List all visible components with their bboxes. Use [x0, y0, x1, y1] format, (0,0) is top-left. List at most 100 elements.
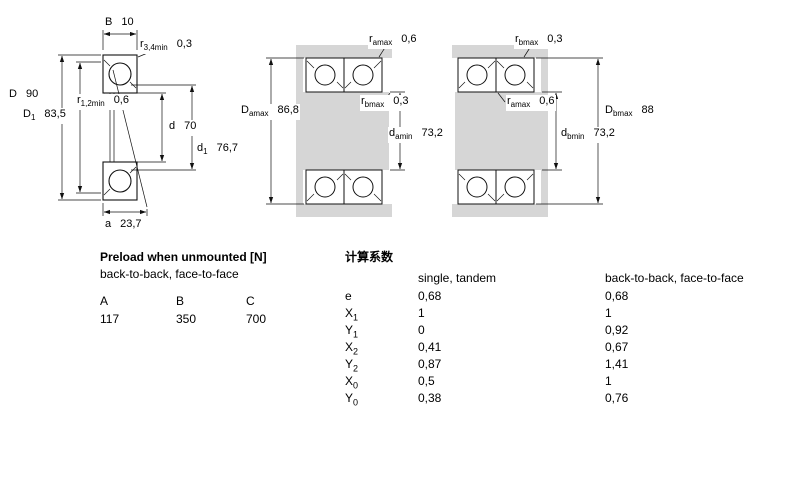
factor-name-X0: X0	[345, 374, 358, 392]
dim-symbol: d	[561, 127, 568, 139]
factor-value-single-Y1: 0	[418, 323, 425, 337]
dim-symbol: d	[197, 142, 204, 154]
dim-value: 88	[641, 104, 654, 116]
dim-label-ramax-1: ramax 0,6	[368, 33, 418, 50]
dim-label-dbmin: dbmin 73,2	[560, 127, 616, 144]
preload-subtitle: back-to-back, face-to-face	[100, 267, 239, 281]
factor-symbol: Y	[345, 391, 354, 405]
factor-value-paired-e: 0,68	[605, 289, 629, 303]
factor-value-paired-X1: 1	[605, 306, 612, 320]
dim-value: 73,2	[421, 127, 443, 139]
preload-col-C: C	[246, 294, 255, 308]
dim-value: 0,6	[113, 94, 129, 106]
dim-subscript: 1	[30, 113, 36, 123]
dim-symbol: r	[369, 33, 373, 45]
dim-label-d1: d1 76,7	[196, 142, 239, 159]
dim-value: 86,8	[277, 104, 299, 116]
factor-name-X1: X1	[345, 306, 358, 324]
factor-value-paired-X2: 0,67	[605, 340, 629, 354]
factor-value-single-Y2: 0,87	[418, 357, 442, 371]
dim-subscript: 1	[203, 147, 208, 157]
dim-label-damin: damin 73,2	[388, 127, 444, 144]
dim-value: 70	[184, 120, 197, 132]
factor-name-e: e	[345, 289, 352, 307]
factor-subscript: 1	[353, 329, 359, 340]
factor-symbol: X	[345, 374, 354, 388]
factor-subscript: 0	[353, 380, 359, 391]
dim-subscript: amin	[395, 132, 413, 142]
dim-value: 0,3	[176, 38, 192, 50]
preload-col-A: A	[100, 294, 109, 308]
factor-symbol: X	[345, 340, 354, 354]
factor-value-single-X0: 0,5	[418, 374, 435, 388]
dim-subscript: bmin	[567, 132, 585, 142]
factor-name-X2: X2	[345, 340, 358, 358]
dim-symbol: r	[361, 95, 365, 107]
factors-title: 计算系数	[345, 250, 394, 264]
dim-subscript: amax	[248, 109, 269, 119]
preload-val-A: 117	[100, 312, 120, 326]
dim-value: 76,7	[216, 142, 238, 154]
dim-subscript: bmax	[612, 109, 633, 119]
factor-symbol: X	[345, 306, 354, 320]
dim-label-Damax: Damax 86,8	[240, 104, 300, 121]
dim-subscript: bmax	[364, 100, 385, 110]
factor-subscript: 0	[353, 397, 359, 408]
factors-col-single: single, tandem	[418, 271, 497, 285]
factor-value-paired-X0: 1	[605, 374, 612, 388]
dim-subscript: 3,4min	[143, 43, 168, 53]
preload-title: Preload when unmounted [N]	[100, 250, 267, 264]
dim-label-rbmax-2: rbmax 0,3	[360, 95, 410, 112]
preload-val-C: 700	[246, 312, 267, 326]
factor-name-Y2: Y2	[345, 357, 358, 375]
factor-symbol: e	[345, 289, 352, 303]
dim-label-d: d 70	[168, 120, 198, 137]
dim-symbol: d	[169, 120, 176, 132]
dim-symbol: r	[515, 33, 519, 45]
factor-symbol: Y	[345, 357, 354, 371]
dim-value: 90	[25, 88, 39, 100]
dim-subscript: bmax	[518, 38, 539, 48]
dim-subscript: amax	[510, 100, 531, 110]
arrangement-dim-lines	[266, 45, 603, 205]
dim-symbol: B	[105, 16, 113, 28]
dim-symbol: r	[507, 95, 511, 107]
factor-value-single-e: 0,68	[418, 289, 442, 303]
factor-name-Y0: Y0	[345, 391, 358, 409]
dim-symbol: d	[389, 127, 396, 139]
factor-symbol: Y	[345, 323, 354, 337]
factor-subscript: 2	[353, 346, 359, 357]
dim-label-rbmax-1: rbmax 0,3	[514, 33, 564, 50]
factor-name-Y1: Y1	[345, 323, 358, 341]
dim-value: 0,6	[401, 33, 417, 45]
factor-subscript: 2	[353, 363, 359, 374]
dim-label-D: D 90	[8, 88, 40, 105]
preload-val-B: 350	[176, 312, 197, 326]
single-bearing-view	[58, 30, 196, 216]
dim-label-a: a 23,7	[104, 218, 143, 235]
dim-symbol: D	[9, 88, 17, 100]
factor-value-paired-Y2: 1,41	[605, 357, 629, 371]
dim-value: 73,2	[593, 127, 615, 139]
dim-symbol: r	[140, 38, 144, 50]
factor-value-single-Y0: 0,38	[418, 391, 442, 405]
factor-subscript: 1	[353, 312, 359, 323]
dim-subscript: amax	[372, 38, 393, 48]
dim-value: 0,3	[547, 33, 563, 45]
dim-value: 23,7	[120, 218, 142, 230]
factor-value-single-X1: 1	[418, 306, 425, 320]
dim-symbol: r	[77, 94, 81, 106]
dim-value: 0,3	[393, 95, 409, 107]
dim-symbol: D	[605, 104, 613, 116]
factor-value-paired-Y1: 0,92	[605, 323, 629, 337]
dim-symbol: a	[105, 218, 112, 230]
factor-value-single-X2: 0,41	[418, 340, 442, 354]
dim-symbol: D	[241, 104, 249, 116]
dim-label-Dbmax: Dbmax 88	[604, 104, 655, 121]
dim-symbol: D	[23, 108, 31, 120]
